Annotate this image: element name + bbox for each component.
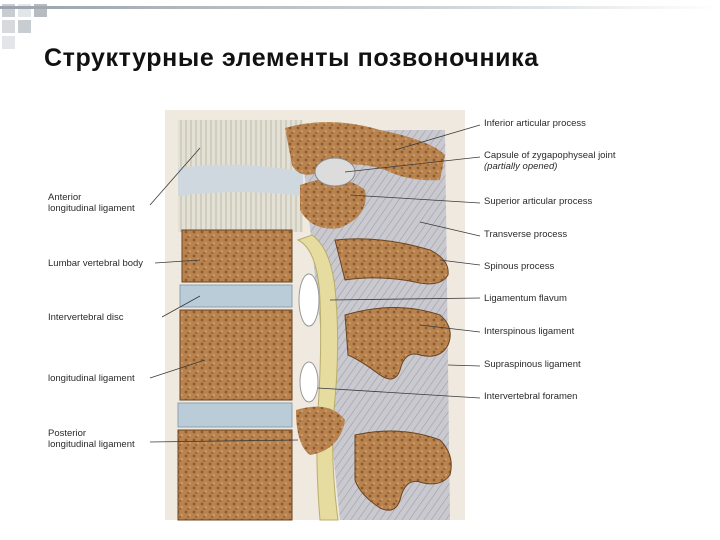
left-leader-lines [149,147,299,443]
label-zygapophyseal-capsule: Capsule of zygapophyseal joint(partially… [484,150,616,172]
label-spinous-process: Spinous process [484,261,555,272]
label-intervertebral-disc: Intervertebral disc [48,312,124,323]
label-superior-articular-process: Superior articular process [484,196,593,207]
label-supraspinous-ligament: Supraspinous ligament [484,359,581,370]
intervertebral-foramen-upper [298,273,320,327]
spine-drawing [149,110,481,521]
label-inferior-articular-process: Inferior articular process [484,118,586,129]
ligament-band [178,164,303,196]
spinous-process-1 [334,238,449,285]
header-rule [0,6,720,9]
label-intervertebral-foramen: Intervertebral foramen [484,391,578,402]
intervertebral-disc-1 [179,284,293,308]
label-longitudinal-ligament: longitudinal ligament [48,373,135,384]
vertebral-body-3 [177,429,293,521]
vertebral-body-1 [181,229,293,283]
zygapophyseal-capsule [314,157,356,187]
intervertebral-disc-2 [177,402,293,428]
label-interspinous-ligament: Interspinous ligament [484,326,575,337]
lamina [296,406,345,455]
vertebral-body-2 [179,309,293,401]
decor-square-4 [2,20,15,33]
decor-square-6 [2,36,15,49]
intervertebral-foramen-lower [299,361,319,403]
superior-articular-process [300,178,366,229]
right-leader-lines [317,124,481,399]
label-transverse-process: Transverse process [484,229,568,240]
decor-square-5 [18,20,31,33]
spinous-process-3 [354,430,452,511]
label-lumbar-vertebral-body: Lumbar vertebral body [48,258,144,269]
label-ligamentum-flavum: Ligamentum flavum [484,293,567,304]
slide-title: Структурные элементы позвоночника [44,44,539,72]
